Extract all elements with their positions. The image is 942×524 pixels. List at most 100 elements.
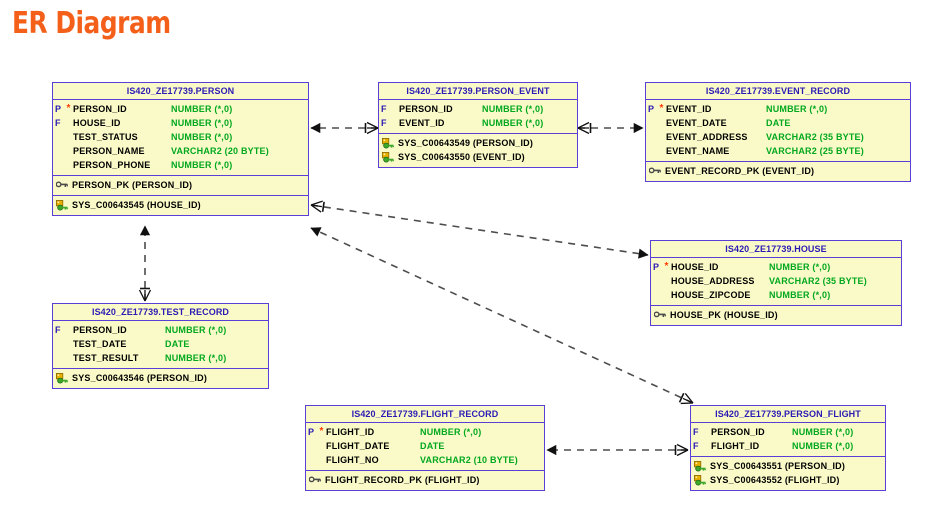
key-label: SYS_C00643546 (PERSON_ID) (72, 373, 208, 383)
index-key-icon (56, 372, 68, 384)
entity-title: IS420_ZE17739.PERSON_FLIGHT (691, 406, 885, 423)
entity-title: IS420_ZE17739.EVENT_RECORD (646, 83, 910, 100)
key-label: SYS_C00643549 (PERSON_ID) (398, 138, 534, 148)
primary-key-icon (55, 180, 68, 191)
column-name: EVENT_DATE (666, 118, 727, 128)
relationship-person_event-to-event_record[interactable] (577, 121, 644, 135)
column-name: TEST_DATE (73, 339, 127, 349)
column-datatype: DATE (420, 441, 445, 451)
column-datatype: NUMBER (*,0) (482, 118, 544, 128)
key-row: FLIGHT_RECORD_PK (FLIGHT_ID) (306, 473, 544, 487)
entity-person_event[interactable]: IS420_ZE17739.PERSON_EVENT F PERSON_ID NUMB… (378, 82, 578, 168)
source-optional-bar-icon (321, 201, 325, 212)
column-name: FLIGHT_ID (711, 441, 760, 451)
target-arrow-icon (633, 122, 644, 134)
column-datatype: VARCHAR2 (35 BYTE) (769, 276, 867, 286)
entity-key-group: SYS_C00643549 (PERSON_ID) SYS_C00643550 (… (379, 134, 577, 167)
relationship-person-to-house[interactable] (310, 200, 649, 259)
source-optional-bar-icon (678, 392, 685, 403)
column-name: FLIGHT_DATE (326, 441, 390, 451)
source-crowsfoot-icon (577, 121, 590, 135)
column-name: FLIGHT_ID (326, 427, 375, 437)
relationship-person-to-person_event[interactable] (310, 121, 379, 135)
entity-key-group: SYS_C00643546 (PERSON_ID) (53, 369, 268, 388)
source-crowsfoot-icon (310, 200, 323, 213)
column-datatype: VARCHAR2 (35 BYTE) (766, 132, 864, 142)
key-label: EVENT_RECORD_PK (EVENT_ID) (665, 166, 815, 176)
relationship-test_record-to-person[interactable] (138, 225, 152, 302)
key-row: HOUSE_PK (HOUSE_ID) (651, 308, 901, 322)
column-row: FLIGHT_DATE DATE (306, 439, 544, 453)
column-name: EVENT_NAME (666, 146, 730, 156)
column-key-flag: P (653, 262, 660, 272)
column-key-flag: F (381, 104, 387, 114)
column-row: PERSON_NAME VARCHAR2 (20 BYTE) (53, 144, 308, 158)
column-datatype: NUMBER (*,0) (766, 104, 828, 114)
column-key-flag: F (381, 118, 387, 128)
entity-key-group: HOUSE_PK (HOUSE_ID) (651, 306, 901, 325)
column-name: PERSON_NAME (73, 146, 145, 156)
target-arrow-icon (638, 248, 649, 259)
column-datatype: NUMBER (*,0) (165, 325, 227, 335)
column-key-flag: P (648, 104, 655, 114)
column-name: PERSON_PHONE (73, 160, 151, 170)
column-datatype: DATE (766, 118, 791, 128)
column-name: HOUSE_ZIPCODE (671, 290, 751, 300)
column-key-flag: P (308, 427, 315, 437)
column-name: PERSON_ID (73, 325, 127, 335)
key-row: SYS_C00643546 (PERSON_ID) (53, 371, 268, 385)
key-row: SYS_C00643552 (FLIGHT_ID) (691, 473, 885, 487)
column-name: EVENT_ID (399, 118, 445, 128)
primary-key-icon (653, 310, 666, 321)
column-key-flag: P (55, 104, 62, 114)
primary-key-icon (308, 475, 321, 486)
target-arrow-icon (546, 444, 557, 456)
key-label: FLIGHT_RECORD_PK (FLIGHT_ID) (325, 475, 480, 485)
mandatory-marker-icon: * (319, 426, 324, 437)
entity-title: IS420_ZE17739.PERSON_EVENT (379, 83, 577, 100)
column-name: PERSON_ID (399, 104, 453, 114)
key-row: SYS_C00643545 (HOUSE_ID) (53, 198, 308, 212)
target-arrow-icon (310, 122, 321, 134)
column-row: F EVENT_ID NUMBER (*,0) (379, 116, 577, 130)
relationship-person_flight-to-flight_record[interactable] (546, 443, 689, 457)
column-datatype: NUMBER (*,0) (171, 104, 233, 114)
entity-title: IS420_ZE17739.PERSON (53, 83, 308, 100)
column-datatype: NUMBER (*,0) (171, 118, 233, 128)
column-key-flag: F (55, 325, 61, 335)
column-datatype: NUMBER (*,0) (420, 427, 482, 437)
index-key-icon (694, 474, 706, 486)
column-datatype: VARCHAR2 (20 BYTE) (171, 146, 269, 156)
mandatory-marker-icon: * (66, 103, 71, 114)
key-row: EVENT_RECORD_PK (EVENT_ID) (646, 164, 910, 178)
relationship-person-to-person_flight[interactable] (310, 227, 694, 405)
key-row: PERSON_PK (PERSON_ID) (53, 178, 308, 192)
column-datatype: NUMBER (*,0) (792, 441, 854, 451)
column-datatype: NUMBER (*,0) (165, 353, 227, 363)
key-label: SYS_C00643550 (EVENT_ID) (398, 152, 525, 162)
column-name: EVENT_ID (666, 104, 712, 114)
